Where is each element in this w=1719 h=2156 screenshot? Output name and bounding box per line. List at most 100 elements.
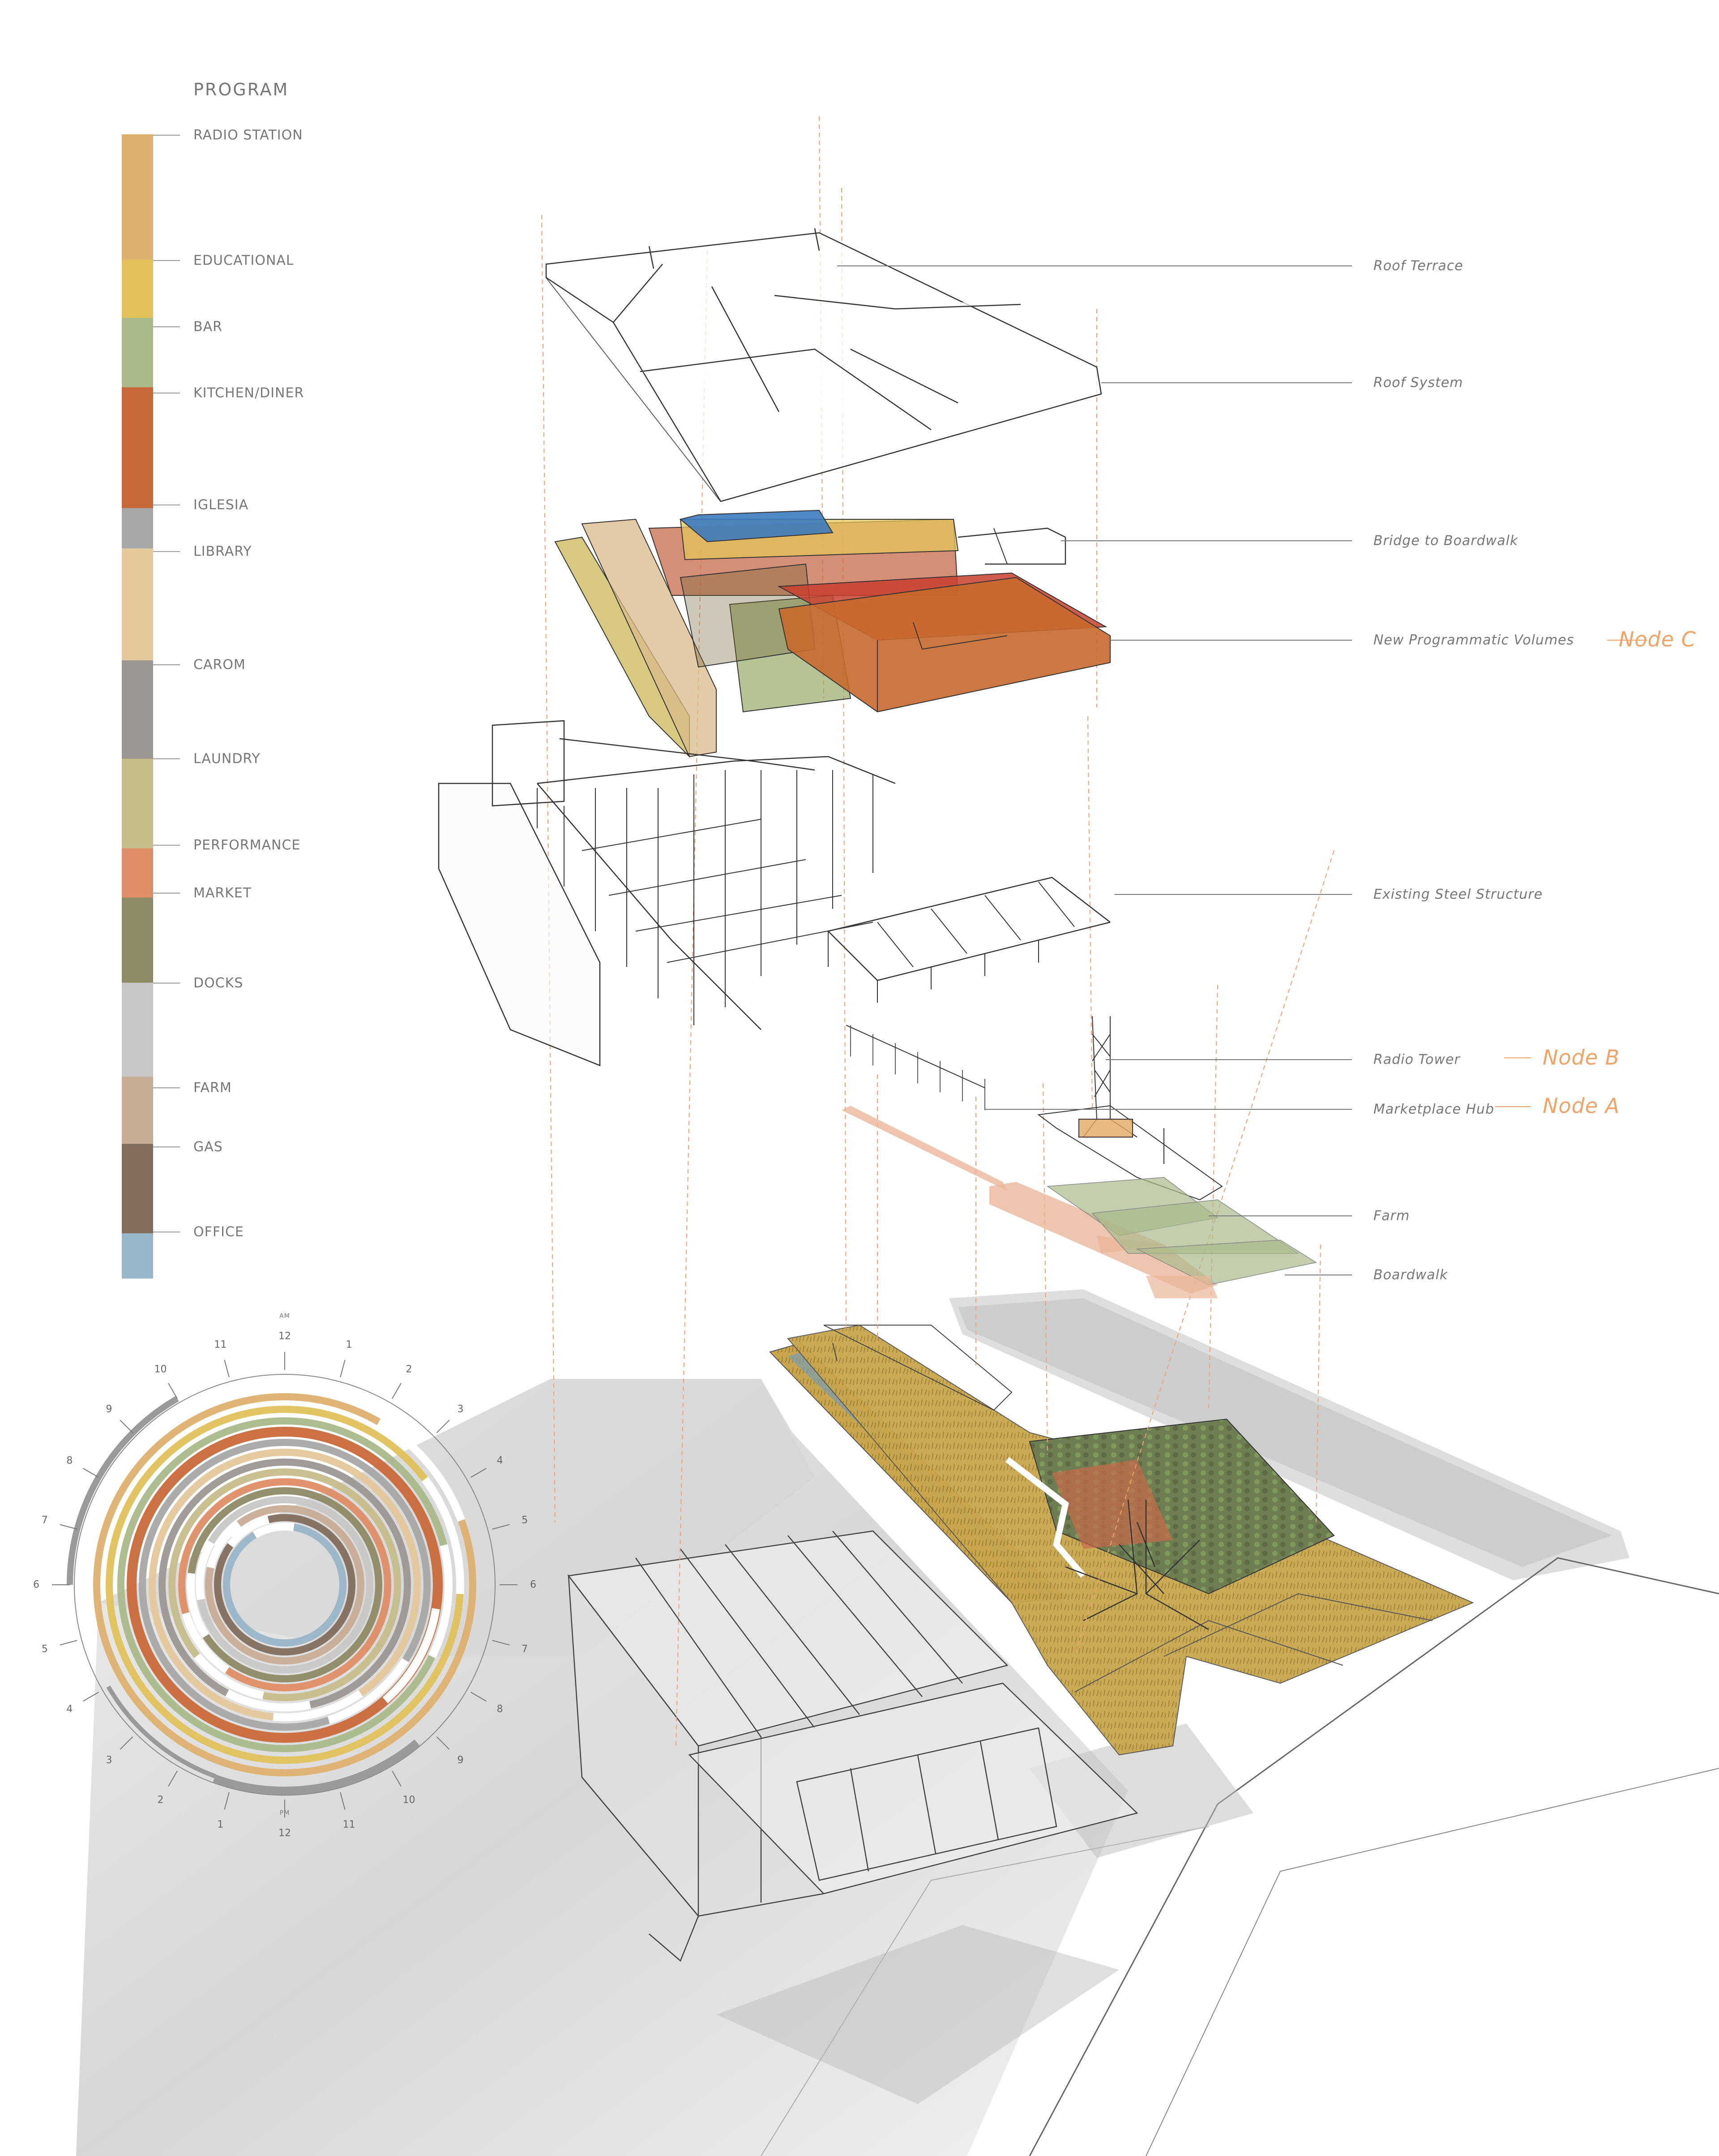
legend-swatch xyxy=(122,848,153,898)
clock-hour-tick xyxy=(436,1736,450,1750)
node-a-label: Node A xyxy=(1543,1094,1620,1118)
legend-swatch xyxy=(122,318,153,387)
callout-label: Roof Terrace xyxy=(1373,258,1463,274)
clock-program-ring xyxy=(214,1514,355,1656)
clock-ring-gap xyxy=(382,1608,440,1703)
clock-hour-tick xyxy=(83,1468,99,1478)
legend-label: DOCKS xyxy=(193,975,244,991)
clock-hour-label: 12 xyxy=(278,1330,291,1342)
legend-label: OFFICE xyxy=(193,1224,244,1240)
clock-hour-label: 4 xyxy=(66,1703,73,1715)
clock-hour-tick xyxy=(492,1640,510,1646)
clock-hour-tick xyxy=(470,1468,487,1478)
legend-label: FARM xyxy=(193,1080,232,1096)
clock-hour-label: 12 xyxy=(278,1827,291,1839)
legend-label: LAUNDRY xyxy=(193,751,261,767)
clock-ring-gap xyxy=(227,1515,270,1548)
legend-label: PERFORMANCE xyxy=(193,837,301,853)
clock-program-ring xyxy=(127,1427,443,1743)
clock-hours-arc xyxy=(67,1396,179,1585)
legend-swatch xyxy=(122,508,153,548)
callout-label: Farm xyxy=(1373,1208,1410,1224)
clock-hour-label: 4 xyxy=(496,1455,503,1466)
clock-program-ring xyxy=(93,1393,476,1776)
clock-hour-tick xyxy=(392,1771,402,1787)
clock-hour-label: 2 xyxy=(157,1794,164,1806)
clock-hour-tick xyxy=(492,1524,510,1530)
legend-label: RADIO STATION xyxy=(193,127,303,143)
clock-program-ring xyxy=(205,1505,364,1664)
legend-swatch xyxy=(122,260,153,318)
clock-am-label: AM xyxy=(279,1313,290,1320)
clock-hour-label: 5 xyxy=(522,1514,528,1526)
callout-label: Bridge to Boardwalk xyxy=(1373,533,1518,549)
clock-hour-label: 1 xyxy=(346,1339,352,1351)
clock-ring-gap xyxy=(327,1658,409,1724)
clock-hour-label: 8 xyxy=(496,1703,503,1715)
callout-leader-lines xyxy=(837,265,1647,1275)
clock-ring-gap xyxy=(194,1653,264,1700)
legend-label: GAS xyxy=(193,1139,223,1155)
clock-ring-gap xyxy=(206,1521,242,1569)
legend-swatch xyxy=(122,548,153,660)
clock-ring-gap xyxy=(187,1573,210,1638)
callout-label: New Programmatic Volumes xyxy=(1373,632,1574,648)
clock-hour-tick xyxy=(392,1383,402,1399)
legend-swatch xyxy=(122,759,153,848)
clock-hour-label: 3 xyxy=(106,1754,112,1766)
clock-hour-tick xyxy=(168,1383,178,1399)
callout-label: Existing Steel Structure xyxy=(1373,886,1543,903)
legend-swatch xyxy=(122,387,153,508)
clock-ring-gap xyxy=(182,1612,230,1674)
callout-label: Roof System xyxy=(1373,375,1463,391)
programmatic-volumes-layer xyxy=(554,509,1111,758)
clock-ring-gap xyxy=(428,1544,453,1659)
clock-hour-tick xyxy=(436,1420,450,1433)
clock-hour-label: 7 xyxy=(41,1514,48,1526)
clock-hours-arc xyxy=(106,1685,216,1779)
clock-hour-tick xyxy=(340,1792,346,1810)
legend-label: LIBRARY xyxy=(193,543,252,560)
node-b-label: Node B xyxy=(1543,1045,1620,1069)
clock-hour-label: 8 xyxy=(66,1455,73,1466)
farm-boardwalk-layer xyxy=(842,1025,1317,1298)
callout-label: Radio Tower xyxy=(1373,1052,1460,1068)
clock-hour-tick xyxy=(60,1640,77,1646)
clock-outline xyxy=(74,1374,496,1796)
clock-hour-label: 11 xyxy=(342,1819,355,1831)
clock-pm-label: PM xyxy=(279,1810,290,1817)
node-c-label: Node C xyxy=(1619,627,1696,651)
clock-hour-tick xyxy=(224,1792,230,1810)
clock-hour-label: 9 xyxy=(106,1403,112,1415)
legend-label: EDUCATIONAL xyxy=(193,252,294,269)
clock-program-ring xyxy=(168,1468,401,1701)
ground-existing-building xyxy=(567,1530,1138,1962)
clock-ring-gap xyxy=(273,1690,363,1721)
program-legend-bar xyxy=(122,134,180,1279)
ground-farm-boardwalk xyxy=(769,1324,1474,1756)
legend-swatch xyxy=(122,983,153,1077)
legend-label: BAR xyxy=(193,319,222,335)
clock-ring-gap xyxy=(421,1476,464,1594)
clock-hour-label: 11 xyxy=(214,1339,227,1351)
legend-swatch xyxy=(122,898,153,983)
roof-system-layer xyxy=(545,228,1102,502)
existing-steel-structure-layer xyxy=(438,720,1111,1066)
clock-hour-tick xyxy=(168,1771,178,1787)
clock-hour-label: 1 xyxy=(217,1819,224,1831)
clock-hour-label: 5 xyxy=(41,1643,48,1655)
legend-title: PROGRAM xyxy=(193,80,289,99)
legend-swatch xyxy=(122,1233,153,1279)
clock-ring-gap xyxy=(376,1418,466,1522)
clock-hour-label: 10 xyxy=(154,1364,167,1375)
clock-hours-arc xyxy=(213,1739,420,1795)
clock-hour-label: 2 xyxy=(406,1364,412,1375)
clock-hour-tick xyxy=(120,1736,133,1750)
clock-ring-gap xyxy=(225,1689,311,1711)
radio-tower-layer xyxy=(1037,1016,1223,1201)
program-24h-clock xyxy=(52,1352,517,1818)
legend-swatch xyxy=(122,660,153,759)
legend-label: KITCHEN/DINER xyxy=(193,385,304,401)
clock-hour-label: 9 xyxy=(457,1754,464,1766)
clock-program-ring xyxy=(178,1478,391,1691)
